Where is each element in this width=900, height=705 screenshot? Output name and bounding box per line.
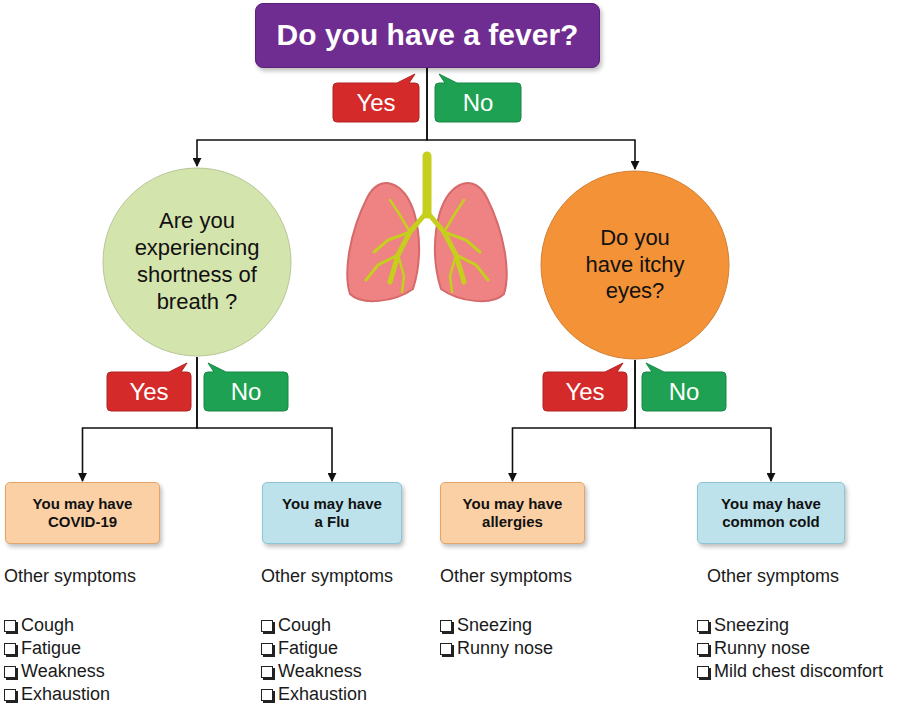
checkbox-icon <box>440 620 452 632</box>
symptom-item: Cough <box>261 614 331 636</box>
symptom-text: Cough <box>21 615 74 635</box>
answer-text: No <box>463 88 494 117</box>
checkbox-icon <box>4 643 16 655</box>
heading-text: Other symptoms <box>4 566 136 586</box>
result-box: You may have COVID-19 <box>5 482 160 544</box>
callout-fill <box>543 363 627 411</box>
checkbox-icon <box>261 689 273 701</box>
lungs-figure <box>347 156 506 301</box>
symptoms-heading: Other symptoms <box>707 565 839 587</box>
yes-callout: Yes <box>107 372 191 411</box>
symptom-item: Exhaustion <box>4 683 110 705</box>
decision-circle: Are you experiencing shortness of breath… <box>102 167 292 357</box>
left-lung <box>347 183 419 301</box>
symptoms-heading: Other symptoms <box>440 565 572 587</box>
symptom-text: Runny nose <box>714 638 810 658</box>
callout-fill <box>642 363 726 411</box>
symptom-item: Cough <box>4 614 74 636</box>
symptom-text: Sneezing <box>457 615 532 635</box>
result-box: You may have allergies <box>440 482 585 544</box>
heading-text: Other symptoms <box>261 566 393 586</box>
circle-fill <box>541 171 729 359</box>
flow-arrow <box>197 357 332 481</box>
node-text: You may have common cold <box>718 495 824 532</box>
symptom-item: Runny nose <box>440 637 553 659</box>
callout-fill <box>333 74 419 122</box>
answer-text: Yes <box>565 377 604 406</box>
no-callout: No <box>642 372 726 411</box>
result-box: You may have a Flu <box>262 482 402 544</box>
yes-callout: Yes <box>333 83 419 122</box>
question-text: Are you experiencing shortness of breath… <box>122 208 272 315</box>
flow-arrow <box>83 357 198 481</box>
answer-text: Yes <box>356 88 395 117</box>
no-callout: No <box>435 83 521 122</box>
symptom-text: Runny nose <box>457 638 553 658</box>
symptom-item: Fatigue <box>4 637 81 659</box>
callout-fill <box>107 363 191 411</box>
right-lung <box>435 183 507 301</box>
symptom-item: Weakness <box>4 660 105 682</box>
answer-text: No <box>231 377 262 406</box>
flow-arrow <box>635 360 771 481</box>
symptom-text: Exhaustion <box>278 684 367 704</box>
flow-arrow <box>197 68 427 166</box>
symptom-text: Sneezing <box>714 615 789 635</box>
checkbox-icon <box>261 620 273 632</box>
result-box: You may have common cold <box>697 482 845 544</box>
no-callout: No <box>204 372 288 411</box>
checkbox-icon <box>261 643 273 655</box>
symptom-text: Cough <box>278 615 331 635</box>
checkbox-icon <box>261 666 273 678</box>
circle-fill <box>103 168 291 356</box>
symptom-text: Weakness <box>21 661 105 681</box>
question-box: Do you have a fever? <box>255 3 600 68</box>
checkbox-icon <box>4 689 16 701</box>
symptom-item: Runny nose <box>697 637 810 659</box>
decision-circle: Do you have itchy eyes? <box>540 170 730 360</box>
symptom-text: Fatigue <box>278 638 338 658</box>
checkbox-icon <box>697 666 709 678</box>
symptom-text: Mild chest discomfort <box>714 661 883 681</box>
node-text: You may have COVID-19 <box>30 495 136 532</box>
symptom-item: Mild chest discomfort <box>697 660 883 682</box>
flow-arrow <box>427 68 635 169</box>
heading-text: Other symptoms <box>707 566 839 586</box>
callout-fill <box>204 363 288 411</box>
symptom-text: Fatigue <box>21 638 81 658</box>
checkbox-icon <box>440 643 452 655</box>
checkbox-icon <box>4 666 16 678</box>
symptoms-heading: Other symptoms <box>4 565 136 587</box>
bronchi <box>366 156 488 292</box>
yes-callout: Yes <box>543 372 627 411</box>
symptoms-heading: Other symptoms <box>261 565 393 587</box>
symptom-text: Weakness <box>278 661 362 681</box>
node-text: You may have allergies <box>460 495 566 532</box>
callout-fill <box>435 74 521 122</box>
symptom-item: Weakness <box>261 660 362 682</box>
symptom-item: Sneezing <box>697 614 789 636</box>
question-text: Do you have itchy eyes? <box>581 225 689 305</box>
symptom-text: Exhaustion <box>21 684 110 704</box>
answer-text: Yes <box>129 377 168 406</box>
node-text: Do you have a fever? <box>277 17 579 54</box>
symptom-item: Sneezing <box>440 614 532 636</box>
checkbox-icon <box>4 620 16 632</box>
node-text: You may have a Flu <box>279 495 385 532</box>
checkbox-icon <box>697 620 709 632</box>
answer-text: No <box>669 377 700 406</box>
flow-arrow <box>513 360 636 481</box>
heading-text: Other symptoms <box>440 566 572 586</box>
checkbox-icon <box>697 643 709 655</box>
symptom-item: Fatigue <box>261 637 338 659</box>
symptom-item: Exhaustion <box>261 683 367 705</box>
